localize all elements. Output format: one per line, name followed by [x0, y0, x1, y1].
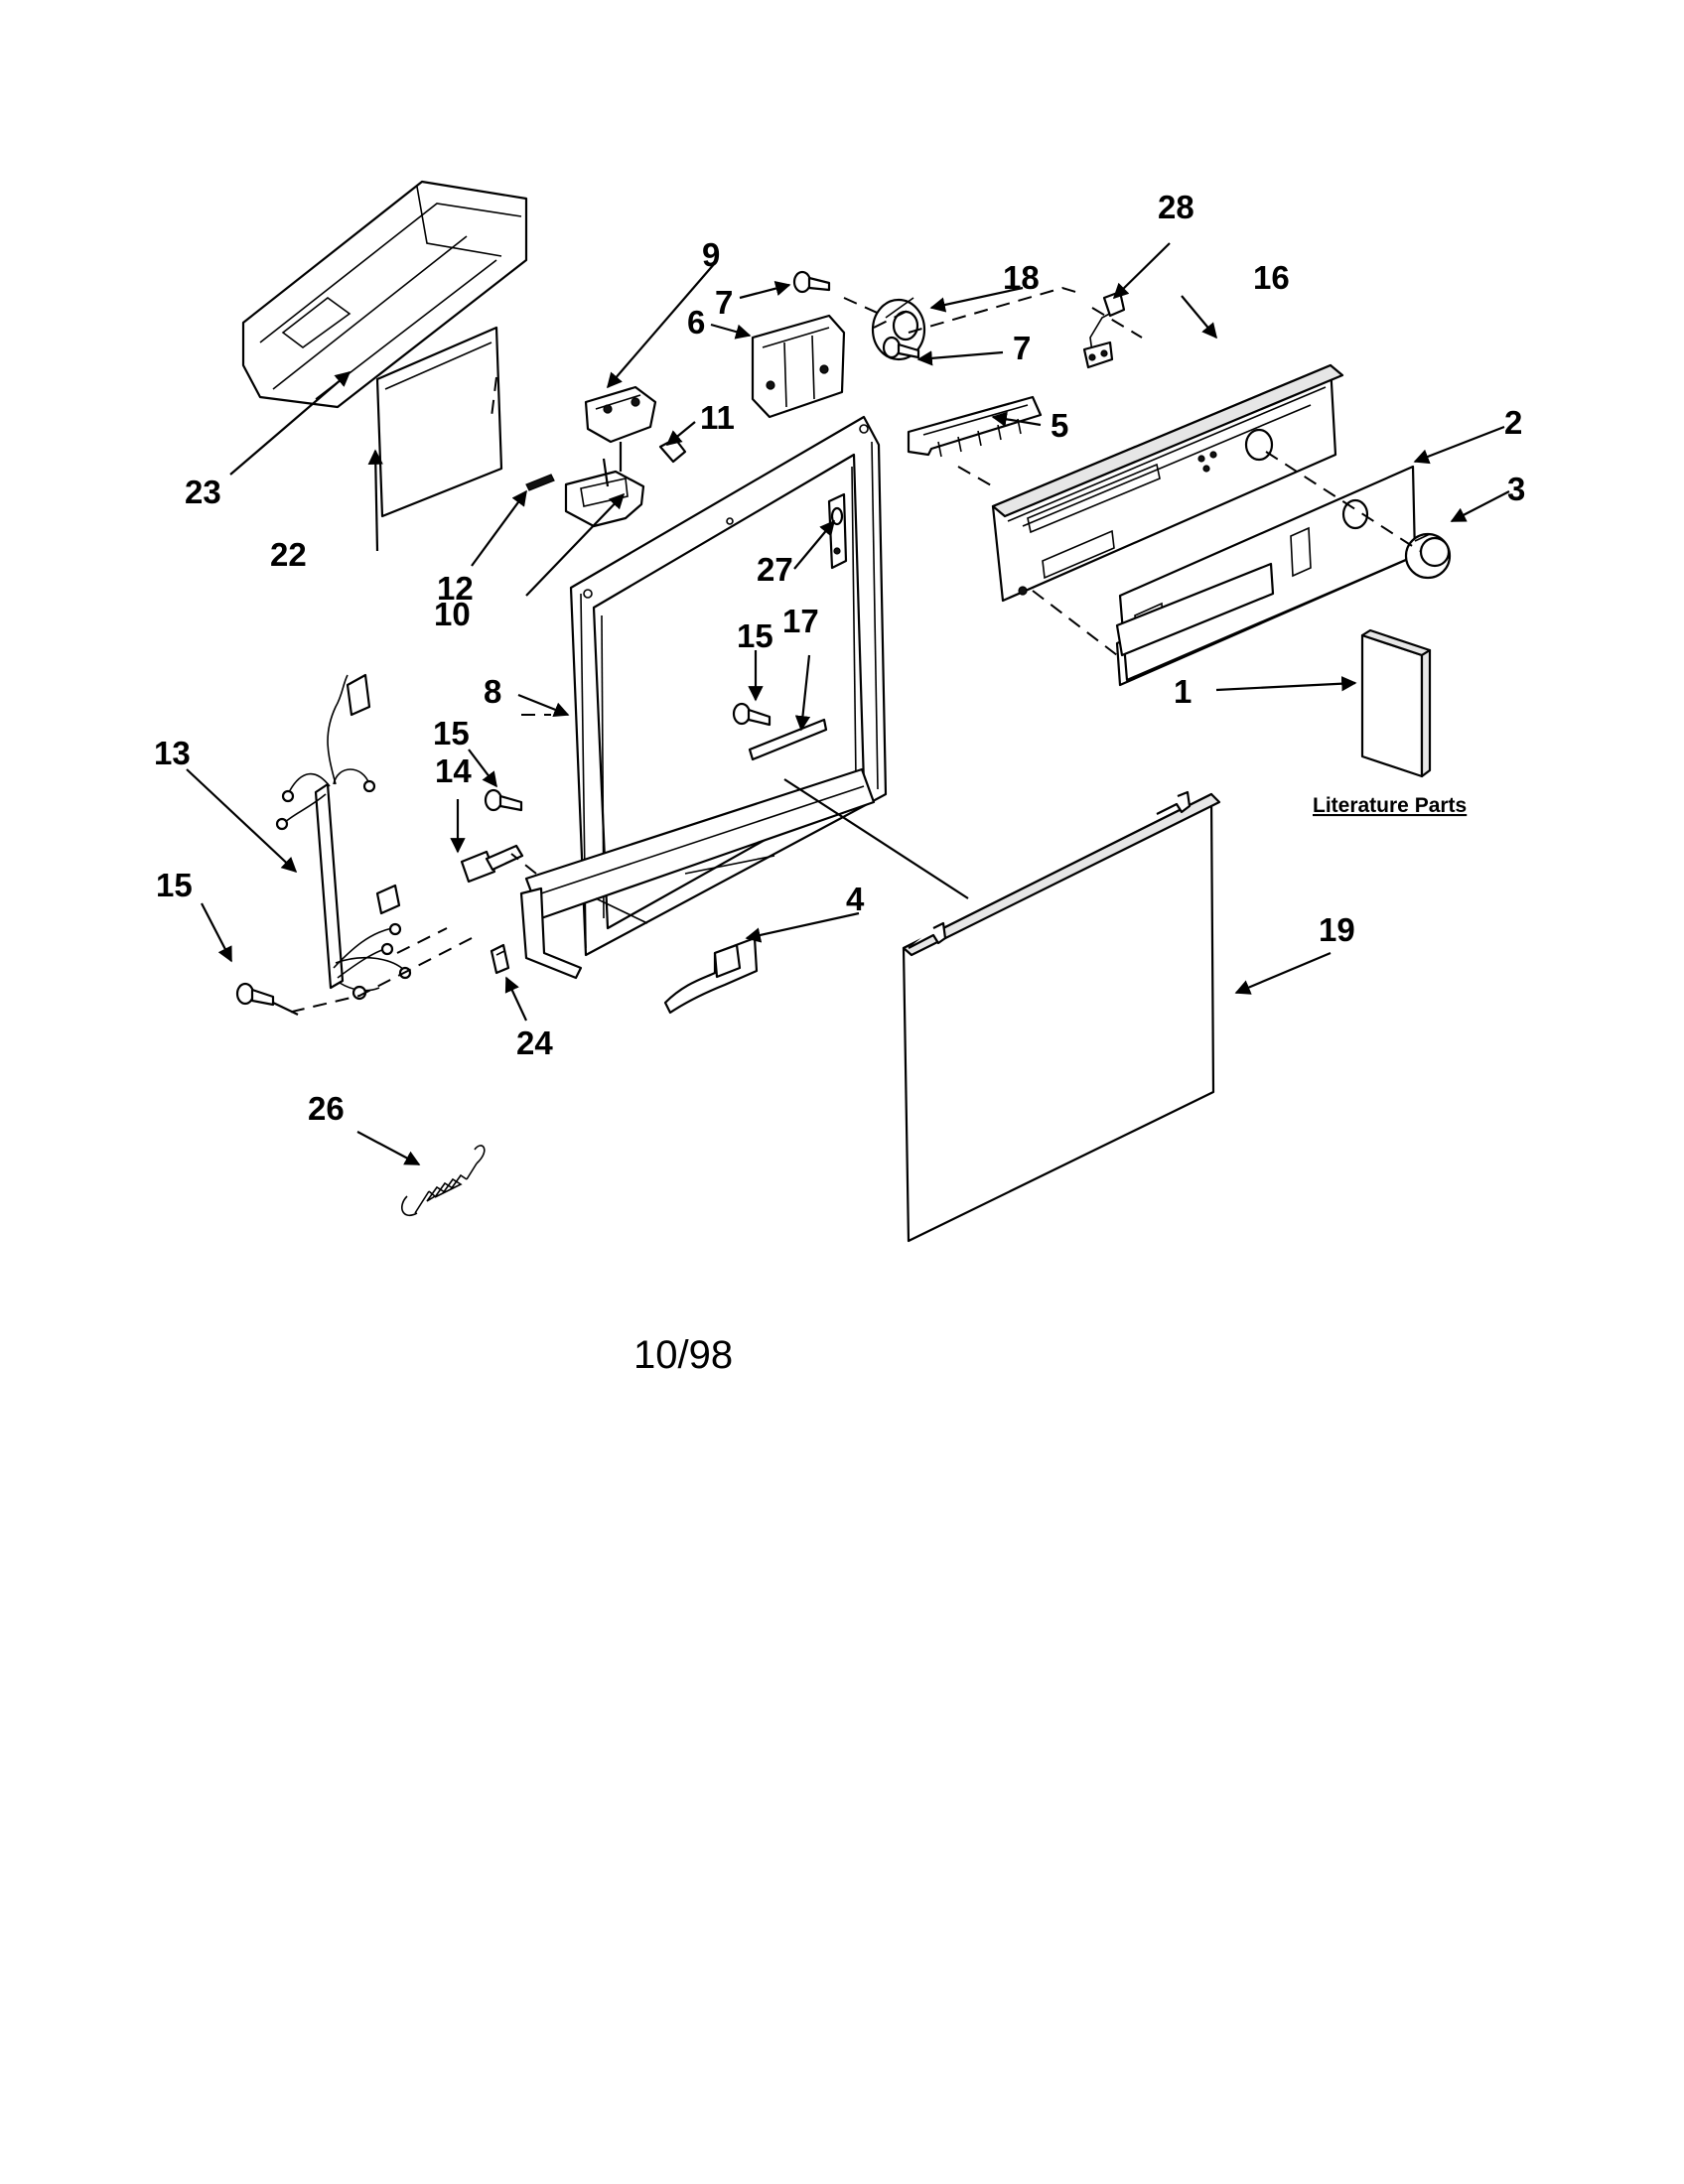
callout-15a: 15 — [433, 715, 470, 751]
callout-arrows — [186, 242, 1510, 1165]
knob-part — [1404, 532, 1452, 580]
callout-15b: 15 — [156, 867, 193, 903]
callout-13: 13 — [154, 735, 191, 771]
door-bracket-part — [663, 936, 759, 1015]
screw-part — [484, 788, 523, 812]
callout-11: 11 — [700, 399, 735, 436]
screw-part — [882, 336, 920, 359]
door-switch-part — [460, 844, 524, 884]
callout-26: 26 — [308, 1090, 345, 1127]
callout-9: 9 — [702, 236, 720, 273]
callout-1: 1 — [1174, 673, 1192, 710]
callout-7a: 7 — [715, 284, 733, 321]
switch-assembly-part — [751, 314, 846, 419]
callout-14: 14 — [435, 752, 472, 789]
screw-part — [732, 702, 772, 727]
literature-parts-label: Literature Parts — [1313, 794, 1467, 817]
callout-4: 4 — [846, 881, 865, 917]
button-switch-part — [907, 395, 1043, 458]
door-latch-keeper-part — [827, 492, 848, 570]
screw-part — [792, 270, 831, 294]
callout-18: 18 — [1003, 259, 1040, 296]
insulation-sheet-part — [375, 326, 503, 518]
callout-15c: 15 — [737, 617, 773, 654]
screw-part — [235, 982, 275, 1007]
callout-7b: 7 — [1013, 330, 1031, 366]
outer-door-panel-part — [902, 790, 1221, 1243]
literature-booklet-part — [1360, 628, 1432, 778]
inner-door-frame-part — [519, 415, 888, 980]
callout-10: 10 — [434, 596, 471, 632]
latch-bracket-part — [564, 470, 645, 528]
callout-labels: 1 2 3 4 5 6 7 7 8 9 10 11 12 13 14 15 15… — [154, 189, 1525, 1127]
callout-24: 24 — [516, 1024, 553, 1061]
callout-5: 5 — [1051, 407, 1068, 444]
callout-2: 2 — [1504, 404, 1522, 441]
callout-23: 23 — [185, 474, 221, 510]
callout-8: 8 — [484, 673, 501, 710]
callout-28: 28 — [1158, 189, 1194, 225]
callout-16: 16 — [1253, 259, 1290, 296]
clip-part — [490, 943, 510, 975]
callout-19: 19 — [1319, 911, 1355, 948]
latch-pin-part — [525, 474, 555, 491]
wire-harness-part — [275, 673, 412, 1001]
door-spring-part — [401, 1145, 486, 1216]
assembly-guide-lines — [272, 286, 1421, 1016]
date-code: 10/98 — [633, 1333, 733, 1377]
callout-6: 6 — [687, 304, 705, 341]
latch-knob-part — [658, 437, 687, 464]
control-panel-part — [991, 363, 1344, 603]
callout-17: 17 — [782, 603, 819, 639]
panel-window-part — [1115, 562, 1275, 657]
callout-3: 3 — [1507, 471, 1525, 507]
callout-27: 27 — [757, 551, 793, 588]
latch-assembly-part — [584, 385, 657, 444]
callout-22: 22 — [270, 536, 307, 573]
wire-connector-part — [1082, 290, 1126, 369]
callout-12: 12 — [437, 570, 474, 607]
